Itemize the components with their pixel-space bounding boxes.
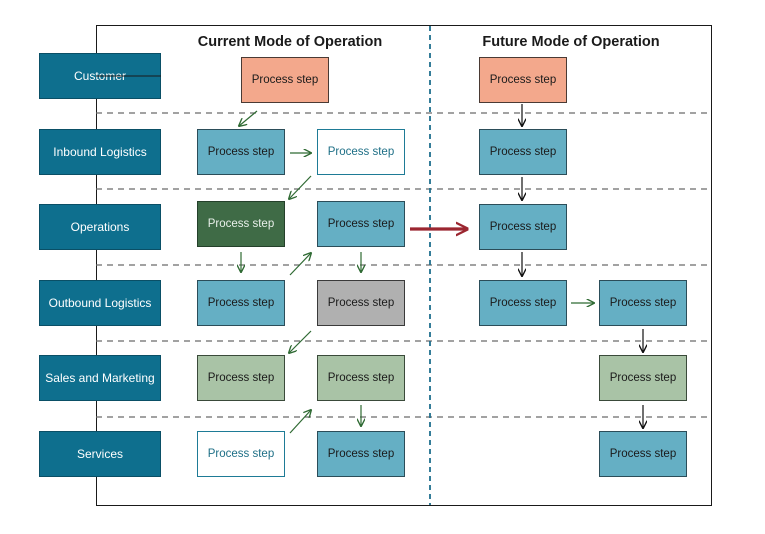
lane-label-services: Services [39, 431, 161, 477]
lane-label-outbound-logistics: Outbound Logistics [39, 280, 161, 326]
process-step-future-inbound: Process step [479, 129, 567, 175]
process-step-future-outbound-1: Process step [479, 280, 567, 326]
process-step-future-customer: Process step [479, 57, 567, 103]
current-mode-title: Current Mode of Operation [197, 34, 383, 50]
lane-label-operations: Operations [39, 204, 161, 250]
arrow-current [289, 175, 312, 199]
process-step-future-services: Process step [599, 431, 687, 477]
arrow-current [289, 410, 311, 434]
process-step-current-services-2: Process step [317, 431, 405, 477]
process-step-current-sales-2: Process step [317, 355, 405, 401]
arrow-current [289, 330, 312, 353]
process-step-current-operations-1: Process step [197, 201, 285, 247]
process-step-future-outbound-2: Process step [599, 280, 687, 326]
process-step-current-inbound-2: Process step [317, 129, 405, 175]
arrow-current [239, 110, 258, 126]
process-step-current-sales-1: Process step [197, 355, 285, 401]
process-step-current-inbound-1: Process step [197, 129, 285, 175]
process-step-future-operations: Process step [479, 204, 567, 250]
process-step-current-operations-2: Process step [317, 201, 405, 247]
process-step-current-customer: Process step [241, 57, 329, 103]
future-mode-title: Future Mode of Operation [482, 34, 660, 50]
arrow-current [289, 253, 311, 276]
lane-label-inbound-logistics: Inbound Logistics [39, 129, 161, 175]
lane-label-sales-and-marketing: Sales and Marketing [39, 355, 161, 401]
process-step-current-services-1: Process step [197, 431, 285, 477]
process-step-future-sales: Process step [599, 355, 687, 401]
process-step-current-outbound-1: Process step [197, 280, 285, 326]
process-step-current-outbound-2: Process step [317, 280, 405, 326]
